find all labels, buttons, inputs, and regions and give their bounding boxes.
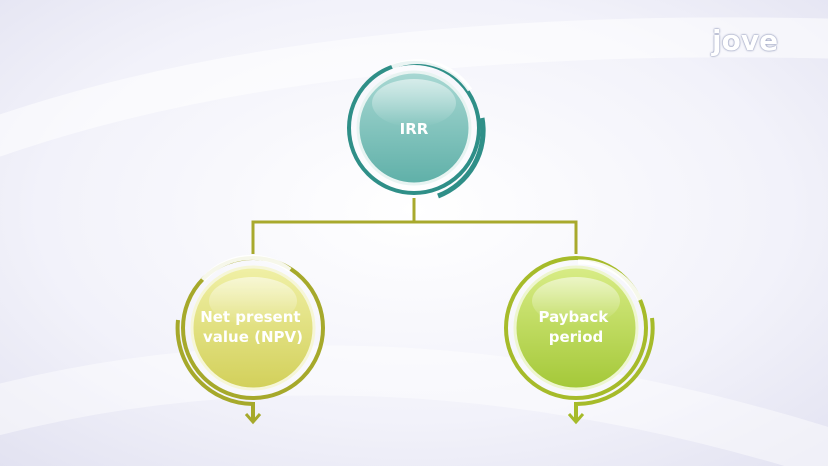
arrow-up-icon: [567, 413, 585, 425]
node-gloss: [372, 79, 456, 127]
node-payback: Payback period: [504, 256, 655, 425]
connector-to-payback: [414, 220, 578, 254]
node-npv: Net present value (NPV): [175, 254, 325, 425]
node-outer-arc: [574, 317, 655, 420]
node-label: Payback period: [539, 308, 614, 346]
node-ring-highlight: [390, 59, 473, 92]
node-irr: IRR: [347, 59, 486, 199]
background-swoosh: [0, 345, 828, 466]
jove-logo: jove: [712, 24, 779, 57]
node-gloss: [532, 277, 620, 325]
node-outer-arc: [437, 117, 486, 199]
node-label: IRR: [400, 120, 429, 138]
node-outer-arc: [175, 319, 255, 420]
node-ring: [504, 256, 648, 400]
arrow-up-icon: [244, 413, 262, 425]
node-ring-highlight: [577, 259, 643, 302]
connector-lines: [251, 198, 578, 254]
node-gloss: [209, 277, 297, 325]
node-label: Net present value (NPV): [200, 308, 306, 346]
node-ring-highlight: [201, 254, 292, 282]
background-swoosh: [0, 17, 828, 157]
connector-to-npv: [251, 220, 414, 254]
